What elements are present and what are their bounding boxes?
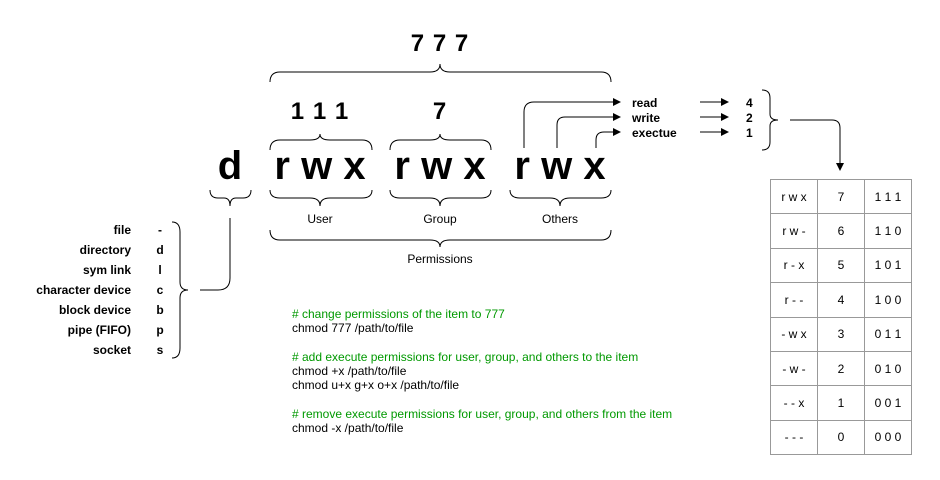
table-cell-octal: 6 — [817, 213, 865, 249]
arrow-execute — [595, 128, 621, 148]
file-type-code: l — [158, 263, 162, 277]
table-cell-binary: 0 0 0 — [864, 419, 912, 456]
table-cell-binary: 1 1 1 — [864, 178, 912, 215]
perm-others-rwx: r w x — [514, 144, 606, 188]
file-type-name: sym link — [82, 263, 131, 277]
code-comment: # remove execute permissions for user, g… — [292, 407, 673, 421]
table-row: - - - 0 0 0 0 — [770, 419, 912, 456]
brace-permissions — [269, 229, 612, 248]
table-cell-octal: 3 — [817, 316, 865, 352]
table-row: r w x 7 1 1 1 — [770, 178, 912, 215]
connector-type — [200, 218, 231, 291]
connector-table — [790, 119, 844, 171]
file-type-code: - — [158, 223, 162, 237]
bit-execute-value: 1 — [746, 126, 753, 140]
table-row: r w - 6 1 1 0 — [770, 213, 912, 249]
file-type-name: socket — [92, 343, 131, 357]
bit-read-value: 4 — [746, 96, 753, 110]
table-cell-octal: 7 — [817, 178, 865, 215]
brace-group-bottom — [389, 189, 492, 207]
perm-user-rwx: r w x — [274, 144, 366, 188]
brace-user-bottom — [269, 189, 373, 207]
brace-group-top — [389, 133, 492, 151]
table-cell-binary: 0 0 1 — [864, 385, 912, 421]
table-cell-binary: 0 1 0 — [864, 350, 912, 387]
brace-file-types — [171, 221, 189, 359]
table-cell-binary: 1 0 0 — [864, 282, 912, 318]
table-cell-symbolic: r - x — [770, 247, 818, 284]
file-type-code: s — [156, 343, 164, 357]
table-cell-octal: 1 — [817, 385, 865, 421]
file-type-code: p — [156, 323, 164, 337]
table-cell-symbolic: - - x — [770, 385, 818, 421]
bit-execute-label: exectue — [632, 126, 677, 140]
file-type-code: c — [156, 283, 164, 297]
arrow-write — [556, 113, 621, 148]
octal-group: 7 — [432, 98, 448, 125]
file-type-name: character device — [36, 283, 131, 297]
brace-all-permissions — [269, 63, 612, 83]
file-type-name: file — [113, 223, 131, 237]
table-row: - w x 3 0 1 1 — [770, 316, 912, 352]
label-others: Others — [541, 212, 578, 226]
table-cell-symbolic: r w - — [770, 213, 818, 249]
octal-total: 7 7 7 — [410, 30, 470, 57]
table-row: r - - 4 1 0 0 — [770, 282, 912, 318]
file-type-name: pipe (FIFO) — [67, 323, 131, 337]
table-cell-symbolic: - w x — [770, 316, 818, 352]
table-cell-binary: 0 1 1 — [864, 316, 912, 352]
table-cell-binary: 1 0 1 — [864, 247, 912, 284]
file-type-code: d — [156, 243, 164, 257]
octal-user: 1 1 1 — [290, 98, 350, 125]
file-type-code: b — [156, 303, 164, 317]
table-cell-symbolic: r - - — [770, 282, 818, 318]
table-cell-symbolic: - - - — [770, 419, 818, 456]
table-cell-octal: 4 — [817, 282, 865, 318]
table-row: r - x 5 1 0 1 — [770, 247, 912, 284]
code-line: chmod u+x g+x o+x /path/to/file — [292, 378, 460, 392]
table-cell-octal: 2 — [817, 350, 865, 387]
permission-table: r w x 7 1 1 1 r w - 6 1 1 0 r - x 5 1 0 … — [770, 178, 912, 456]
brace-type-bottom — [209, 189, 252, 207]
code-comment: # add execute permissions for user, grou… — [292, 350, 639, 364]
label-user: User — [307, 212, 333, 226]
brace-others-bottom — [509, 189, 612, 207]
code-comment: # change permissions of the item to 777 — [292, 307, 505, 321]
table-cell-octal: 0 — [817, 419, 865, 456]
table-cell-symbolic: - w - — [770, 350, 818, 387]
label-permissions: Permissions — [407, 252, 473, 266]
file-type-name: directory — [79, 243, 131, 257]
table-cell-symbolic: r w x — [770, 178, 818, 215]
perm-type-char: d — [217, 144, 243, 188]
table-row: - w - 2 0 1 0 — [770, 350, 912, 387]
code-line: chmod +x /path/to/file — [292, 364, 407, 378]
brace-bits — [761, 89, 779, 151]
table-cell-binary: 1 1 0 — [864, 213, 912, 249]
arrow-read — [523, 98, 621, 148]
brace-user-top — [269, 133, 373, 151]
file-type-name: block device — [58, 303, 131, 317]
table-cell-octal: 5 — [817, 247, 865, 284]
label-group: Group — [423, 212, 457, 226]
code-line: chmod 777 /path/to/file — [292, 321, 414, 335]
table-row: - - x 1 0 0 1 — [770, 385, 912, 421]
perm-group-rwx: r w x — [394, 144, 486, 188]
bit-write-value: 2 — [746, 111, 753, 125]
code-line: chmod -x /path/to/file — [292, 421, 404, 435]
bit-read-label: read — [632, 96, 658, 110]
bit-write-label: write — [632, 111, 661, 125]
